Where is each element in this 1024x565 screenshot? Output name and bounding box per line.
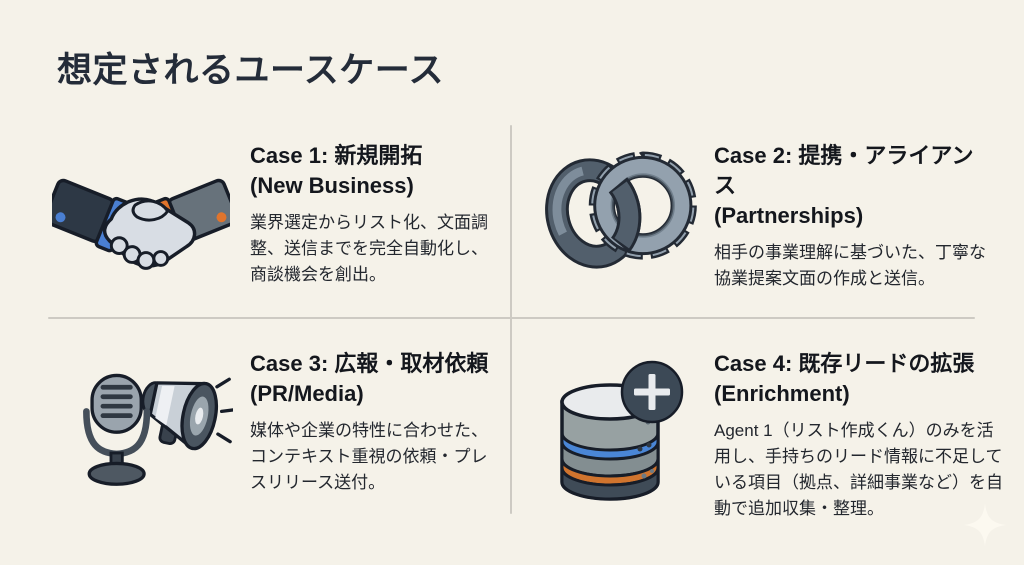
case-1-title: Case 1: 新規開拓 (250, 143, 423, 168)
case-2-heading: Case 2: 提携・アライアンス (Partnerships) (714, 141, 994, 231)
case-2-text: Case 2: 提携・アライアンス (Partnerships) 相手の事業理解に… (714, 141, 994, 292)
case-3-body: 媒体や企業の特性に合わせた、コンテキスト重視の依頼・プレスリリース送付。 (250, 421, 488, 492)
case-3-subtitle: (PR/Media) (250, 381, 364, 406)
case-1-text: Case 1: 新規開拓 (New Business) 業界選定からリスト化、文面… (250, 141, 496, 288)
case-3-text: Case 3: 広報・取材依頼 (PR/Media) 媒体や企業の特性に合わせた、… (250, 349, 500, 496)
case-1-heading: Case 1: 新規開拓 (New Business) (250, 141, 496, 201)
microphone-megaphone-icon (58, 358, 233, 496)
case-4-text: Case 4: 既存リードの拡張 (Enrichment) Agent 1（リスト… (714, 349, 1006, 522)
case-4-body: Agent 1（リスト作成くん）のみを活用し、手持ちのリード情報に不足している項… (714, 421, 1003, 518)
sparkle-icon (962, 502, 1008, 548)
case-4-heading: Case 4: 既存リードの拡張 (Enrichment) (714, 349, 1006, 409)
case-1-subtitle: (New Business) (250, 173, 414, 198)
case-2-title: Case 2: 提携・アライアンス (714, 143, 974, 198)
case-4-title: Case 4: 既存リードの拡張 (714, 351, 975, 376)
database-plus-icon (552, 356, 692, 504)
case-2-subtitle: (Partnerships) (714, 203, 864, 228)
vertical-divider (510, 125, 512, 514)
handshake-icon (52, 142, 230, 284)
interlocked-rings-icon (538, 146, 698, 270)
case-3-heading: Case 3: 広報・取材依頼 (PR/Media) (250, 349, 500, 409)
case-1-body: 業界選定からリスト化、文面調整、送信までを完全自動化し、商談機会を創出。 (250, 213, 488, 284)
case-4-subtitle: (Enrichment) (714, 381, 850, 406)
page-title: 想定されるユースケース (57, 51, 445, 90)
case-3-title: Case 3: 広報・取材依頼 (250, 351, 489, 376)
case-2-body: 相手の事業理解に基づいた、丁寧な協業提案文面の作成と送信。 (714, 243, 986, 288)
